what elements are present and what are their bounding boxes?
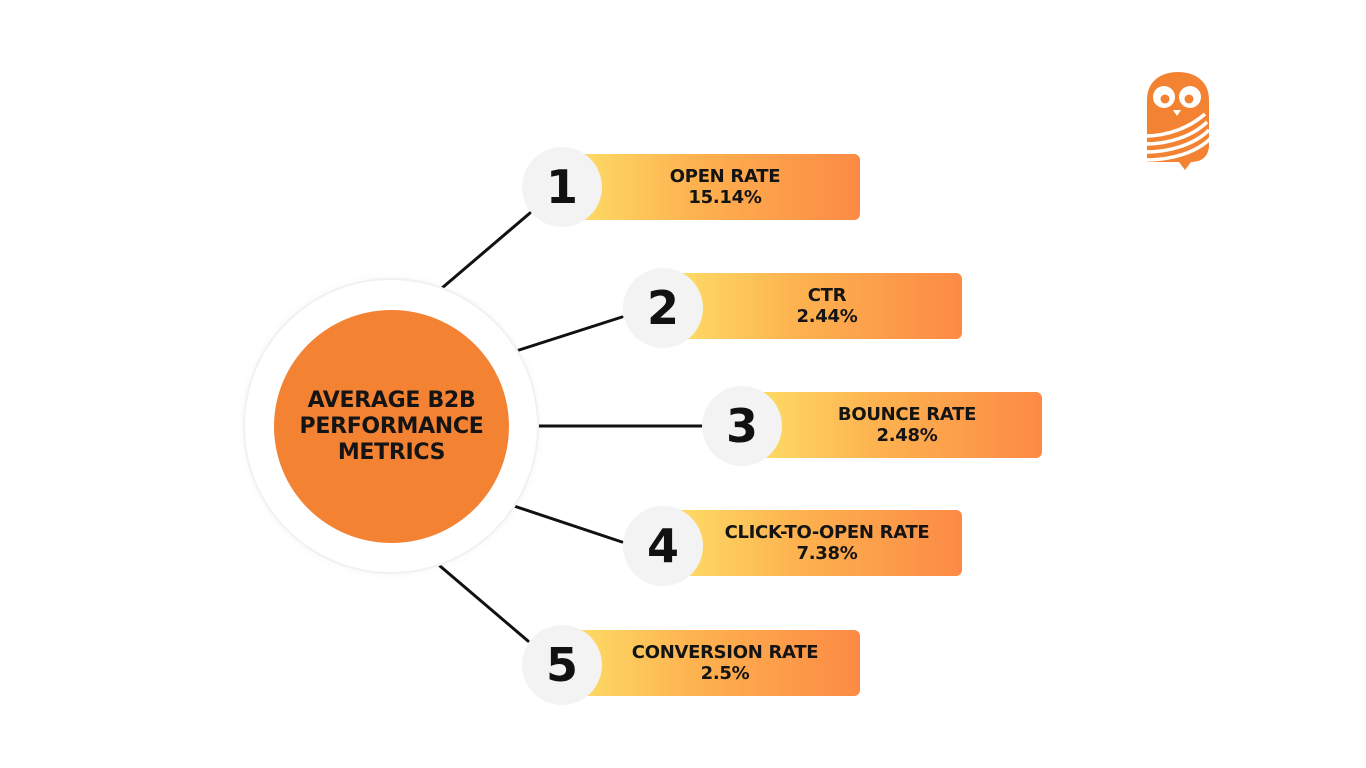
metric-value: 2.44% [796, 306, 858, 327]
metric-label: CTR [807, 285, 847, 306]
number-text: 4 [646, 519, 679, 573]
metric-bar-ctr: CTR 2.44% [662, 273, 962, 339]
center-circle: AVERAGE B2B PERFORMANCE METRICS [274, 310, 509, 543]
connector-line-2 [514, 315, 624, 353]
metric-label: OPEN RATE [669, 166, 781, 187]
number-badge-2: 2 [623, 268, 703, 348]
metric-bar-conversion-rate: CONVERSION RATE 2.5% [560, 630, 860, 696]
connector-line-5 [438, 564, 530, 643]
metric-value: 2.5% [700, 663, 750, 684]
owl-logo-icon [1144, 72, 1213, 170]
connector-line-4 [512, 504, 624, 544]
metric-value: 15.14% [688, 187, 762, 208]
connector-line-1 [440, 211, 532, 290]
metric-value: 7.38% [796, 543, 858, 564]
number-text: 3 [725, 399, 758, 453]
metric-label: CONVERSION RATE [631, 642, 819, 663]
metric-bar-open-rate: OPEN RATE 15.14% [560, 154, 860, 220]
number-text: 5 [545, 638, 578, 692]
metric-value: 2.48% [876, 425, 938, 446]
number-badge-3: 3 [702, 386, 782, 466]
metric-bar-bounce-rate: BOUNCE RATE 2.48% [742, 392, 1042, 458]
number-badge-4: 4 [623, 506, 703, 586]
center-title: AVERAGE B2B PERFORMANCE METRICS [299, 387, 484, 465]
metric-label: CLICK-TO-OPEN RATE [724, 522, 930, 543]
number-text: 1 [545, 160, 578, 214]
metric-label: BOUNCE RATE [837, 404, 977, 425]
metric-bar-click-to-open-rate: CLICK-TO-OPEN RATE 7.38% [662, 510, 962, 576]
number-text: 2 [646, 281, 679, 335]
number-badge-5: 5 [522, 625, 602, 705]
number-badge-1: 1 [522, 147, 602, 227]
